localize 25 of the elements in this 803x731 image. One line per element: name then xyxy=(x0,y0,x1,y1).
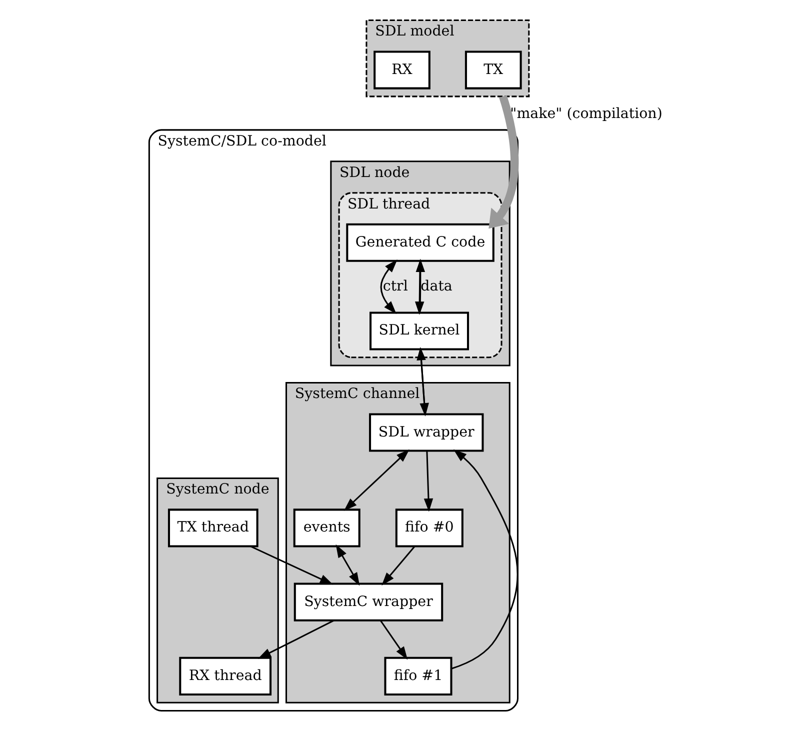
arrow xyxy=(257,620,334,659)
arrow xyxy=(488,95,518,229)
node-box: RX thread xyxy=(178,656,272,696)
arrow xyxy=(423,451,433,512)
node-box: TX thread xyxy=(167,508,258,548)
arrow xyxy=(343,449,409,511)
node-box: fifo #1 xyxy=(384,656,452,696)
arrow xyxy=(379,620,408,660)
arrow xyxy=(250,546,333,585)
node-box: SDL wrapper xyxy=(368,413,484,452)
node-box: Generated C code xyxy=(346,223,494,262)
arrow xyxy=(380,260,397,314)
node-box: TX xyxy=(464,50,522,90)
edge-label: data xyxy=(420,278,452,295)
edge-label: "make" (compilation) xyxy=(510,106,662,122)
node-box: SystemC wrapper xyxy=(293,582,443,622)
node-box: events xyxy=(292,508,360,548)
node-box: fifo #0 xyxy=(394,508,463,548)
arrow xyxy=(450,449,518,670)
edge-label: ctrl xyxy=(382,278,408,295)
node-box: SDL kernel xyxy=(369,312,468,350)
arrow xyxy=(415,258,425,313)
arrow xyxy=(335,544,360,586)
arrow xyxy=(381,546,415,586)
node-box: RX xyxy=(373,50,430,90)
